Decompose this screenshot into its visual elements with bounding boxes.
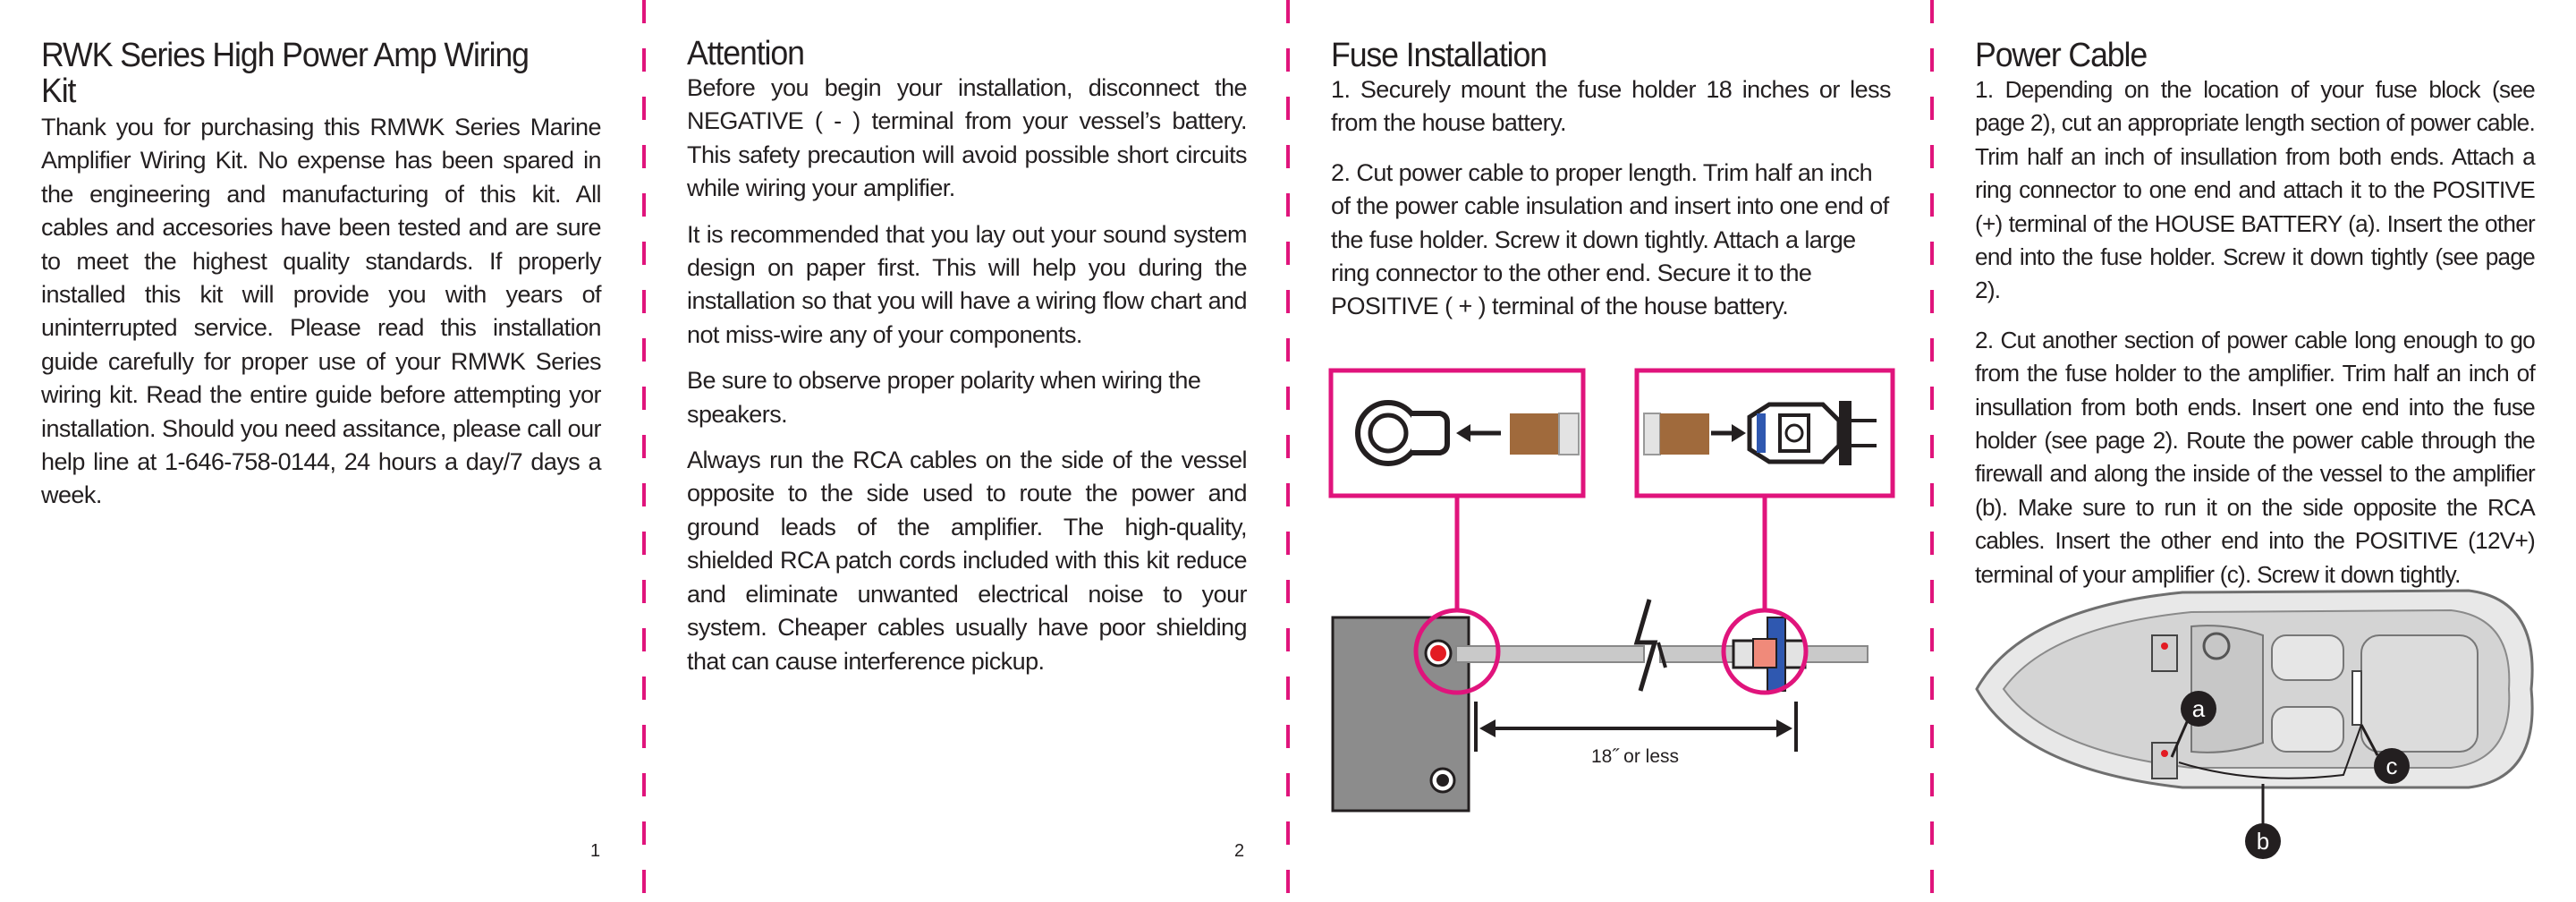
distance-dimension: 18˝ or less (1474, 702, 1798, 767)
fuse-wiring-diagram: 18˝ or less (1328, 368, 1895, 813)
power-cable-paragraph-2: 2. Cut another section of power cable lo… (1975, 326, 2536, 588)
battery-icons (2151, 634, 2178, 779)
fold-line-3 (1930, 0, 1934, 902)
boat-wiring-diagram: a b c (1975, 589, 2534, 859)
panel-power-cable: Power Cable 1. Depending on the location… (1975, 0, 2536, 902)
panel-attention: Attention Before you begin your installa… (687, 0, 1248, 902)
fuse-title: Fuse Installation (1331, 37, 1547, 74)
power-cable-title: Power Cable (1975, 37, 2148, 74)
attention-paragraph-4: Always run the RCA cables on the side of… (687, 447, 1248, 675)
svg-text:c: c (2386, 753, 2398, 779)
callout-a: a (2181, 691, 2216, 727)
house-battery (1331, 616, 1470, 813)
svg-text:b: b (2257, 828, 2269, 855)
panel-intro: RWK Series High Power Amp Wiring Kit Tha… (41, 0, 602, 902)
fuse-paragraph-2: 2. Cut power cable to proper length. Tri… (1331, 158, 1889, 320)
boat-hull (1975, 589, 2534, 789)
callout-c: c (2374, 748, 2410, 784)
fuse-holder-detail (1634, 368, 1895, 498)
panel-fuse-installation: Fuse Installation 1. Securely mount the … (1331, 0, 1892, 902)
attention-title: Attention (687, 35, 805, 72)
svg-text:a: a (2192, 695, 2206, 722)
fold-line-2 (1286, 0, 1290, 902)
fuse-paragraph-1: 1. Securely mount the fuse holder 18 inc… (1331, 76, 1892, 137)
intro-body: Thank you for purchasing this RMWK Serie… (41, 114, 602, 509)
fold-line-1 (642, 0, 646, 902)
power-cable-paragraph-1: 1. Depending on the location of your fus… (1975, 76, 2536, 304)
ring-connector-detail (1328, 368, 1586, 498)
intro-title: RWK Series High Power Amp Wiring Kit (41, 37, 530, 110)
amplifier-icon (2351, 670, 2362, 726)
callout-b: b (2245, 823, 2281, 859)
attention-paragraph-3: Be sure to observe proper polarity when … (687, 367, 1201, 428)
attention-paragraph-1: Before you begin your installation, disc… (687, 74, 1248, 202)
attention-paragraph-2: It is recommended that you lay out your … (687, 220, 1248, 348)
distance-label: 18˝ or less (1591, 746, 1679, 767)
page-number-1: 1 (590, 841, 601, 861)
page-number-2: 2 (1234, 841, 1245, 861)
